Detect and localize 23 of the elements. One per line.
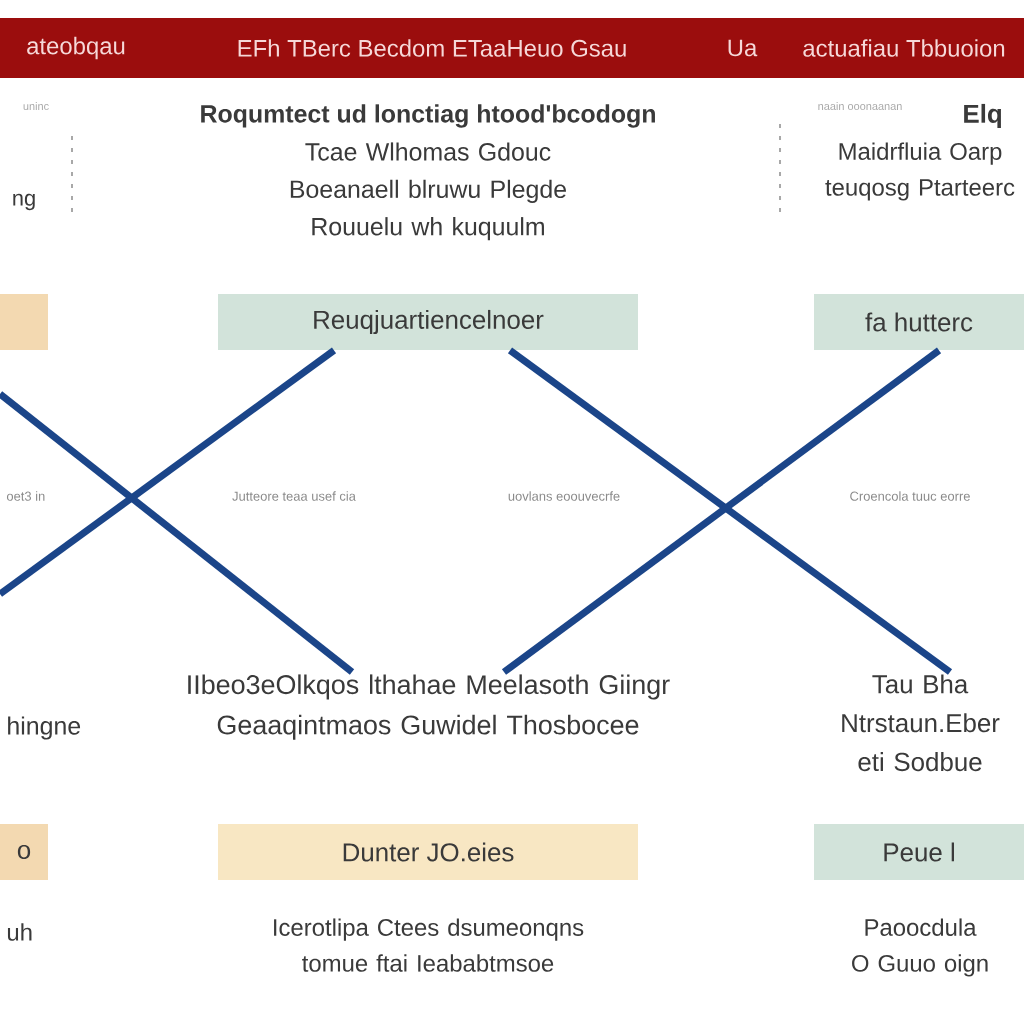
category-box: Dunter JO.eies (218, 824, 638, 880)
header-text: ateobqau (27, 36, 125, 60)
column-paragraph: Paoocdula O Guuo oign (852, 918, 988, 977)
column-paragraph: Icerotlipa Ctees dsumeonqns tomue ftai Ieababtmsoe (274, 918, 584, 972)
column-text: ng (13, 193, 35, 211)
column-text: uh (7, 923, 32, 941)
paragraph-text: Tau Bha Ntrstaun.Eber eti Sodbue (842, 674, 1000, 772)
column-heading: Elq (964, 103, 1001, 129)
category-box: o (0, 824, 48, 880)
column-text: hingne (8, 716, 81, 740)
column-paragraph: Maidrfluia Oarp teuqosg Ptarteerc (825, 142, 1015, 201)
header-text: Ua (728, 39, 758, 57)
header-text: actuafiau Tbbuoion (803, 39, 1005, 57)
category-box (0, 294, 48, 350)
connector-line (0, 391, 355, 675)
paragraph-text: IIbeo3eOlkqos lthahae Meelasoth Giingr Geaaqintmaos Guwidel Thosbocee (188, 674, 670, 740)
connector-line (0, 347, 337, 597)
category-box: Peue l (814, 824, 1024, 880)
category-box: Reuqjuartiencelnoer (218, 294, 638, 350)
category-box: fa hutterc (814, 294, 1024, 350)
column-paragraph: Tcae Wlhomas Gdouc Boeanaell blruwu Plegde Rouuelu wh kuquulm (290, 142, 566, 241)
column-heading: Roqumtect ud lonctiag htood'bcodogn (201, 104, 655, 128)
header-text: EFh TBerc Becdom ETaaHeuo Gsau (238, 39, 626, 57)
